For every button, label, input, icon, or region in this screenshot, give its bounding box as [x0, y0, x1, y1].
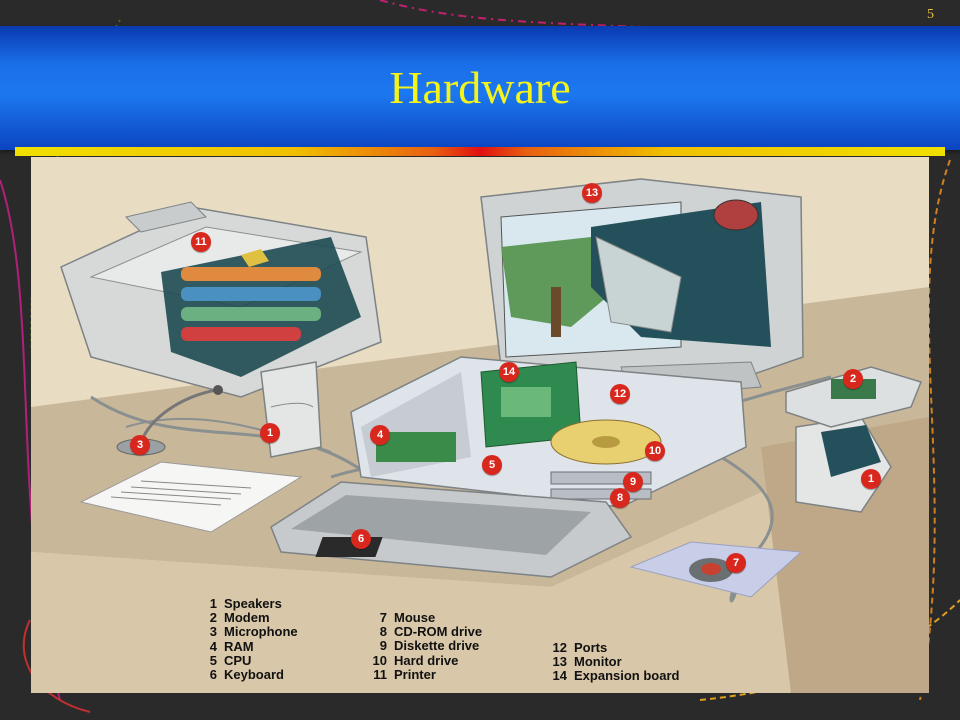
callout-cdrom-drive: 8: [610, 488, 630, 508]
callout-diskette-drive: 9: [623, 472, 643, 492]
callout-keyboard: 6: [351, 529, 371, 549]
desk-front: [31, 417, 929, 693]
callout-modem: 2: [843, 369, 863, 389]
callout-cpu: 5: [482, 455, 502, 475]
callout-printer: 11: [191, 232, 211, 252]
paper-sheet: [79, 461, 303, 533]
modem: [785, 366, 923, 428]
callout-microphone: 3: [130, 435, 150, 455]
callout-monitor: 13: [582, 183, 602, 203]
callout-speaker-right: 1: [861, 469, 881, 489]
callout-ram: 4: [370, 425, 390, 445]
title-accent-line: [15, 147, 945, 156]
callout-hard-drive: 10: [645, 441, 665, 461]
callout-speaker-left: 1: [260, 423, 280, 443]
slide-number: 5: [927, 7, 934, 22]
hardware-drawing: [31, 157, 929, 693]
callout-ports: 12: [610, 384, 630, 404]
keyboard: [270, 481, 633, 578]
printer: [60, 201, 382, 398]
callout-mouse: 7: [726, 553, 746, 573]
title-bar: Hardware: [0, 26, 960, 150]
slide-title: Hardware: [389, 62, 571, 113]
callout-expansion-board: 14: [499, 362, 519, 382]
system-unit: [350, 356, 747, 508]
